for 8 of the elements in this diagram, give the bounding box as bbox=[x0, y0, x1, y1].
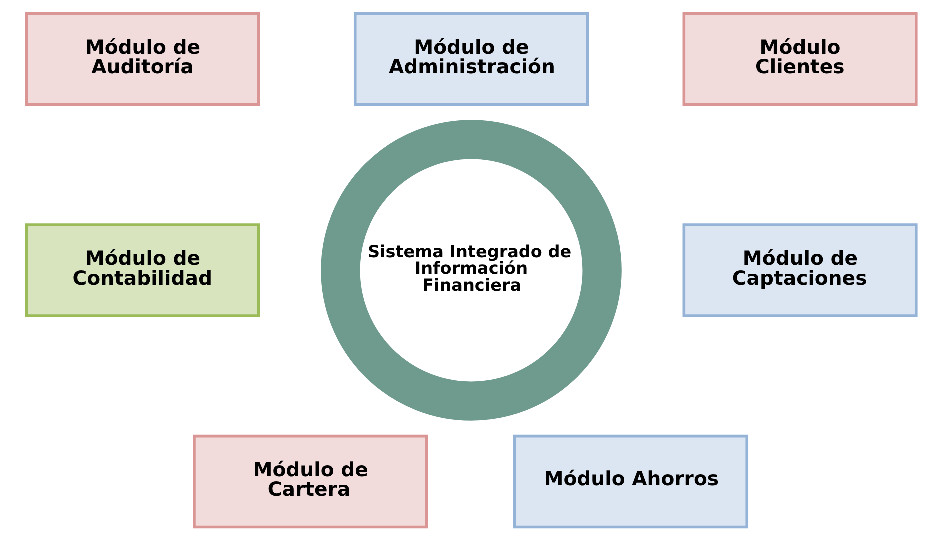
node-box: Módulo de Administración bbox=[354, 12, 590, 106]
node-box: Módulo de Contabilidad bbox=[25, 224, 260, 318]
node-box: Módulo Ahorros bbox=[513, 434, 749, 529]
node-box: Módulo Clientes bbox=[682, 12, 918, 106]
node-box: Módulo de Auditoría bbox=[25, 12, 260, 106]
node-box: Módulo de Cartera bbox=[193, 434, 428, 529]
node-circle: Sistema Integrado de Información Financiera bbox=[321, 120, 622, 421]
node-box: Módulo de Captaciones bbox=[682, 224, 918, 318]
